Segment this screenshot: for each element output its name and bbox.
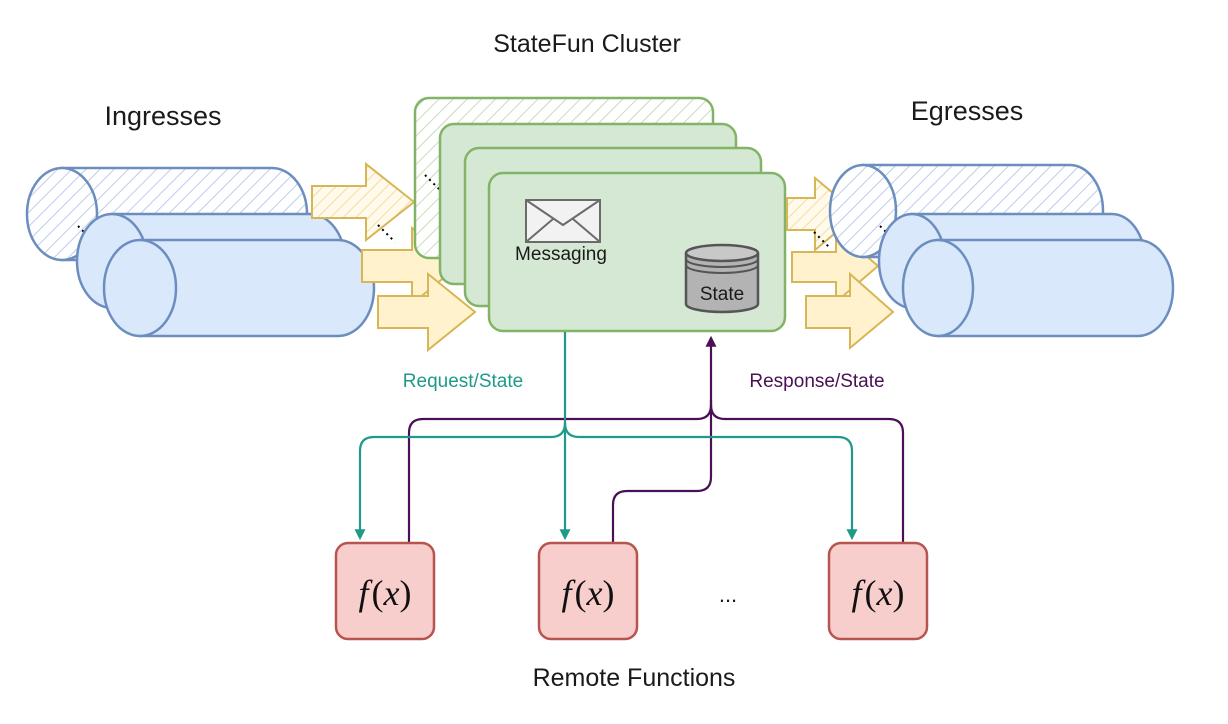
functions-ellipsis: ... — [719, 582, 737, 607]
egress-cylinder-front — [901, 238, 1175, 338]
cluster-dots-left — [424, 174, 443, 193]
cluster-title: StateFun Cluster — [493, 30, 681, 58]
request-connectors — [354, 332, 858, 541]
response-label: Response/State — [749, 371, 884, 392]
response-line-3 — [709, 404, 905, 545]
remote-functions-label: Remote Functions — [533, 664, 736, 692]
statefun-cluster: Messaging State — [377, 96, 787, 333]
ingress-arrow-back — [311, 161, 416, 243]
function-label-1: f(x) — [359, 573, 412, 613]
request-label: Request/State — [403, 371, 523, 392]
remote-function-2: f(x) — [537, 541, 639, 641]
ingress-cylinder-front — [102, 238, 376, 338]
ingresses-label: Ingresses — [104, 101, 221, 131]
response-connectors — [407, 335, 905, 545]
envelope-icon — [525, 199, 601, 243]
database-icon — [684, 243, 760, 314]
remote-function-1: f(x) — [334, 541, 436, 641]
remote-function-3: f(x) — [827, 541, 929, 641]
egress-cylinders — [828, 163, 1175, 338]
cluster-dots-arrows — [377, 224, 396, 243]
ingress-arrow-front — [377, 271, 477, 353]
state-label: State — [700, 284, 744, 305]
function-label-3: f(x) — [852, 573, 905, 613]
function-label-2: f(x) — [562, 573, 615, 613]
response-line-2 — [611, 400, 713, 545]
egresses-label: Egresses — [911, 96, 1024, 126]
ingress-cylinders — [25, 166, 376, 338]
response-line-1 — [407, 335, 717, 545]
egress-arrow-front — [805, 271, 895, 351]
messaging-label: Messaging — [515, 244, 607, 265]
request-line-3 — [563, 422, 858, 541]
request-line-1 — [354, 332, 567, 541]
egress-arrow-dots — [813, 231, 832, 250]
